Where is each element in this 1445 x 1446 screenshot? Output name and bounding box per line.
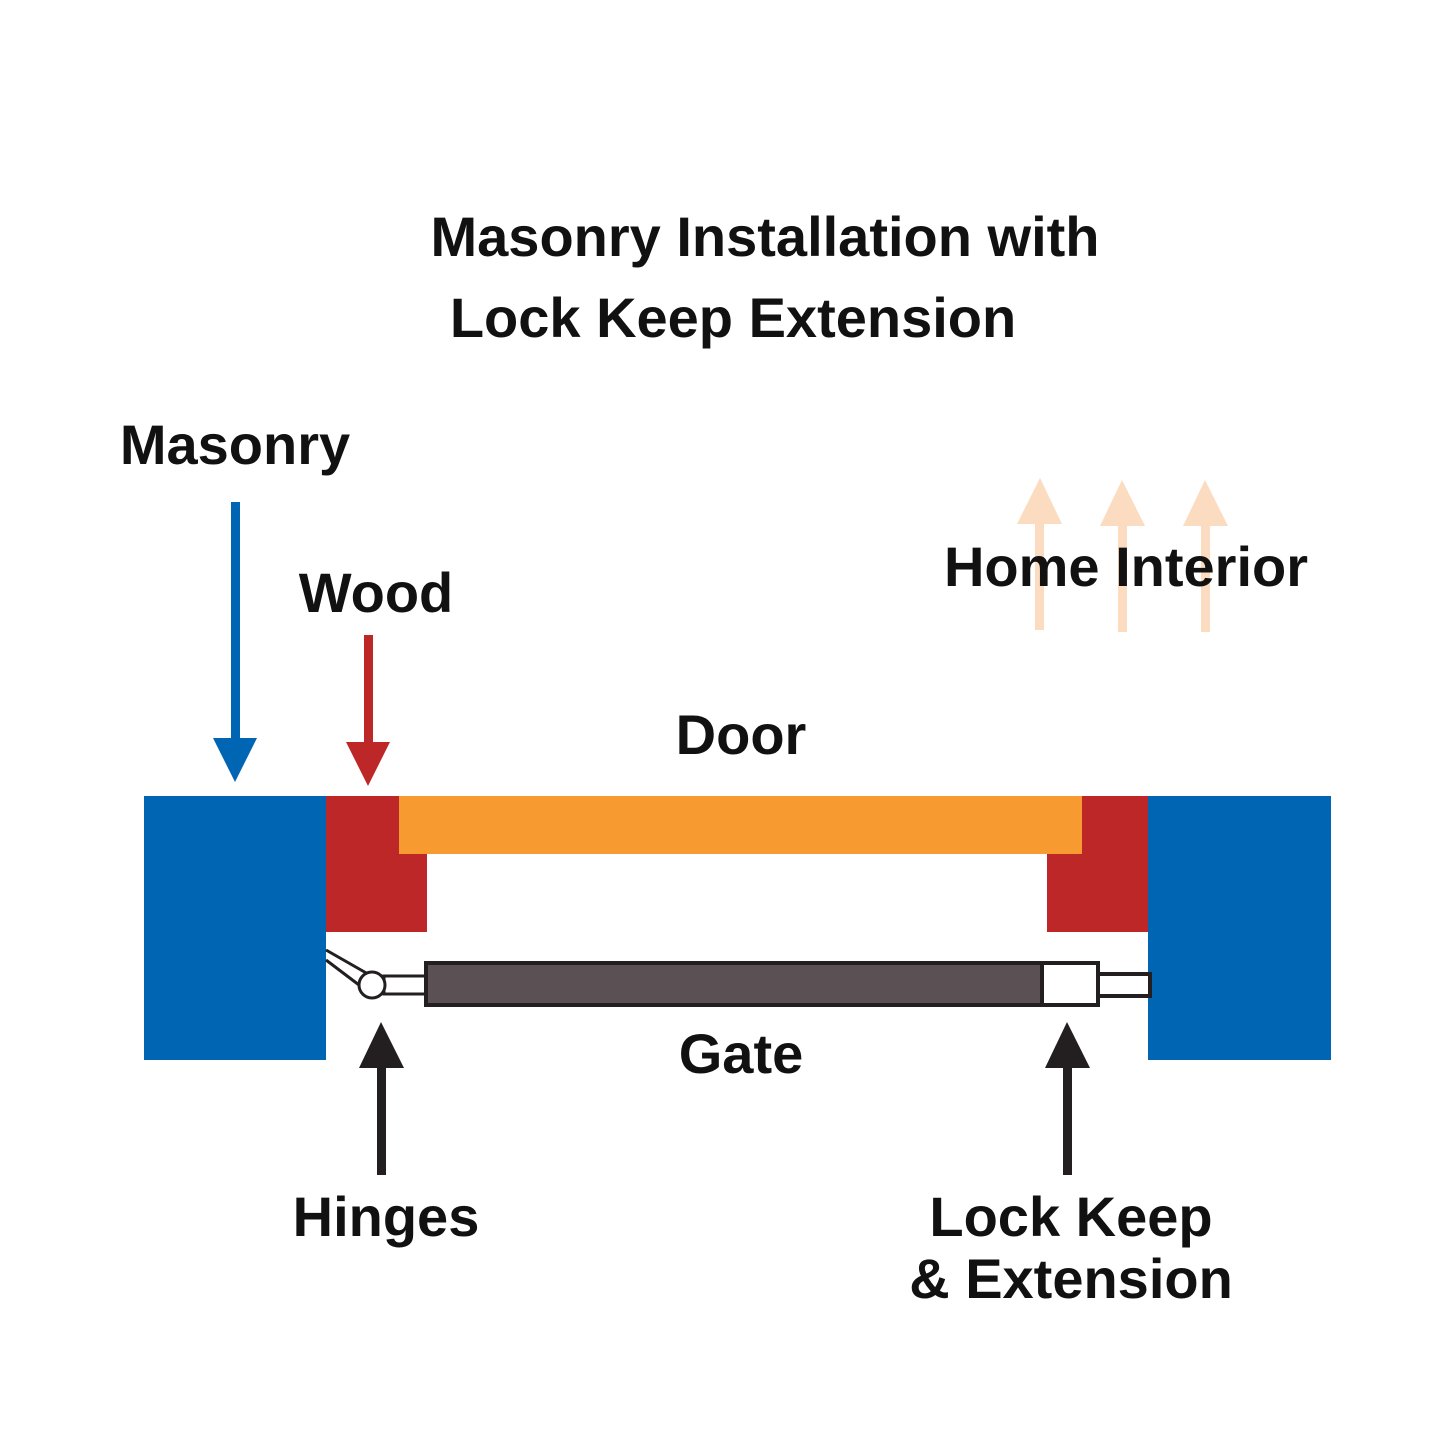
wood-frame-left [326,796,427,932]
masonry-block-right [1148,796,1331,1060]
masonry-arrow [213,502,257,782]
lock-keep-label-line2: & Extension [909,1247,1233,1310]
door-label: Door [676,703,807,766]
wood-label: Wood [299,561,453,624]
hinge-link [382,974,430,996]
gate-label: Gate [679,1022,804,1085]
lock-keep-label-line1: Lock Keep [929,1185,1212,1248]
wood-frame-right [1047,796,1148,932]
diagram-title-line2: Lock Keep Extension [450,286,1016,349]
hinge-arm-upper [325,948,369,976]
hinges-arrow-head [359,1022,404,1068]
masonry-arrow-shaft [231,502,240,742]
interior-arrow-1 [1017,478,1062,630]
hinges-label: Hinges [293,1185,480,1248]
lock-extension [1096,972,1152,998]
hinges-arrow-shaft [377,1064,386,1175]
wood-arrow-shaft [364,635,373,745]
home-interior-arrows [1017,478,1228,632]
hinge-pivot [357,970,387,1000]
lock-keep-arrow [1045,1022,1090,1175]
masonry-label: Masonry [120,413,350,476]
masonry-arrow-head [213,738,257,782]
gate-bar [424,961,1044,1007]
hinge-arm-lower [325,958,364,990]
lock-keep-arrow-shaft [1063,1064,1072,1175]
masonry-block-left [144,796,326,1060]
lock-keep-arrow-head [1045,1022,1090,1068]
interior-arrow-2 [1100,480,1145,632]
door [399,796,1082,854]
interior-arrow-3 [1183,480,1228,632]
diagram-title-line1: Masonry Installation with [431,205,1100,268]
lock-keep-extension [1040,961,1152,1007]
home-interior-label: Home Interior [944,535,1308,598]
lock-keep [1040,961,1100,1007]
hinges-arrow [359,1022,404,1175]
hinge-assembly [325,948,430,1000]
wood-arrow [346,635,390,786]
wood-arrow-head [346,742,390,786]
